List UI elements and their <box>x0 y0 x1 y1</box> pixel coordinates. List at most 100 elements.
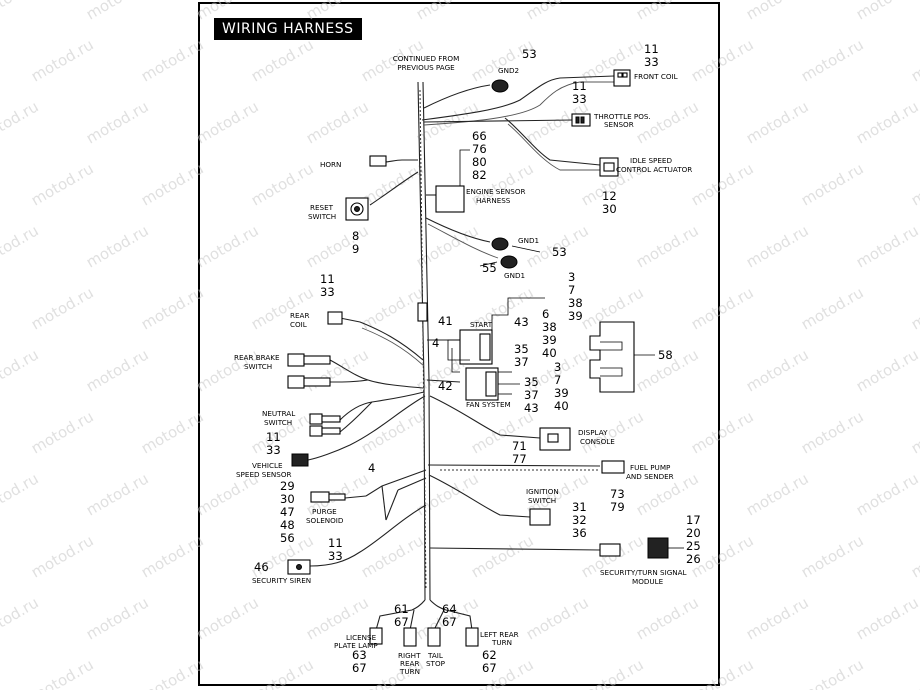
watermark-text: motod.ru <box>248 655 317 690</box>
watermark-text: motod.ru <box>688 655 757 690</box>
engine-sensor-branch <box>426 149 470 213</box>
ref-rear-coil-2: 33 <box>320 285 335 299</box>
watermark-text: motod.ru <box>0 221 42 271</box>
fan-label: FAN SYSTEM <box>466 400 511 409</box>
ref-vss-2: 33 <box>266 443 281 457</box>
watermark-text: motod.ru <box>303 345 372 395</box>
rear-coil-connector <box>327 311 343 325</box>
tail-stop-connector <box>427 627 441 647</box>
security-module <box>647 537 669 559</box>
ref-engine-2: 76 <box>472 142 487 156</box>
relay-group <box>426 297 545 401</box>
continued-label-1: CONTINUED FROM <box>393 54 460 63</box>
ref-start-m4: 40 <box>542 346 557 360</box>
rear-coil-branch <box>327 311 425 367</box>
ref-start-37: 37 <box>514 355 529 369</box>
watermark-text: motod.ru <box>303 221 372 271</box>
security-module-branch <box>429 537 684 559</box>
ref-start-r2: 7 <box>568 283 575 297</box>
neutral-vss-branch <box>291 391 426 467</box>
gnd2-terminal <box>491 79 509 93</box>
ref-license-1: 63 <box>352 648 367 662</box>
watermark-text: motod.ru <box>468 655 537 690</box>
rear-brake-branch <box>287 353 424 389</box>
left-rear-label-2: TURN <box>491 638 512 647</box>
ref-fan-r2: 7 <box>554 373 561 387</box>
right-rear-turn-connector <box>403 627 417 647</box>
ref-fan-r3: 39 <box>554 386 569 400</box>
throttle-label-2: SENSOR <box>604 120 634 129</box>
ref-idle-2: 30 <box>602 202 617 216</box>
ref-right-rear-2: 67 <box>394 615 409 629</box>
watermark-text: motod.ru <box>688 407 757 457</box>
ignition-label-1: IGNITION <box>526 487 559 496</box>
watermark-text: motod.ru <box>688 283 757 333</box>
ref-purge-1: 29 <box>280 479 295 493</box>
ref-rear-coil-1: 11 <box>320 272 335 286</box>
watermark-text: motod.ru <box>908 283 920 333</box>
watermark-text: motod.ru <box>853 0 920 23</box>
watermark-text: motod.ru <box>28 407 97 457</box>
watermark-text: motod.ru <box>303 0 372 23</box>
front-coil-label: FRONT COIL <box>634 72 678 81</box>
ref-fan-43: 43 <box>524 401 539 415</box>
rear-brake-label-2: SWITCH <box>244 362 272 371</box>
ref-ignition-1: 31 <box>572 500 587 514</box>
horn-connector <box>369 155 387 167</box>
gnd1-branch <box>425 217 541 269</box>
ref-throttle-2: 33 <box>572 92 587 106</box>
watermark-text: motod.ru <box>138 407 207 457</box>
ref-engine-4: 82 <box>472 168 487 182</box>
gnd1-terminal-a <box>491 237 509 251</box>
ref-siren-1: 11 <box>328 536 343 550</box>
tail-label-2: STOP <box>426 659 446 668</box>
display-label-2: CONSOLE <box>580 437 615 446</box>
purge-branch <box>310 469 427 521</box>
fuel-pump-connector <box>601 460 625 474</box>
ref-start-left: 41 <box>438 314 453 328</box>
ignition-switch-connector <box>529 508 551 526</box>
watermark-text: motod.ru <box>83 345 152 395</box>
watermark-text: motod.ru <box>688 159 757 209</box>
ref-vss-1: 11 <box>266 430 281 444</box>
start-label: START <box>470 320 493 329</box>
ref-front-coil-2: 33 <box>644 55 659 69</box>
diagram-frame <box>198 2 720 686</box>
ref-fuel-2: 79 <box>610 500 625 514</box>
watermark-text: motod.ru <box>743 221 812 271</box>
ref-display-2: 77 <box>512 452 527 466</box>
security-module-label-1: SECURITY/TURN SIGNAL <box>600 568 687 577</box>
neutral-connector-a <box>309 413 323 425</box>
rear-brake-label-1: REAR BRAKE <box>234 353 280 362</box>
ref-display-1: 71 <box>512 439 527 453</box>
watermark-text: motod.ru <box>138 283 207 333</box>
tail-label-1: TAIL <box>427 651 443 660</box>
ref-purge-3: 47 <box>280 505 295 519</box>
ref-fan-37: 37 <box>524 388 539 402</box>
ref-relay-box: 58 <box>658 348 673 362</box>
ref-module-2: 20 <box>686 526 701 540</box>
display-label-1: DISPLAY <box>578 428 608 437</box>
idle-label-2: CONTROL ACTUATOR <box>616 165 692 174</box>
ref-left-rear-2: 67 <box>482 661 497 675</box>
main-trunk <box>411 81 447 611</box>
watermark-text: motod.ru <box>83 593 152 643</box>
ref-module-4: 26 <box>686 552 701 566</box>
watermark-text: motod.ru <box>138 655 207 690</box>
ref-right-rear-1: 61 <box>394 602 409 616</box>
neutral-label-2: SWITCH <box>264 418 292 427</box>
watermark-text: motod.ru <box>138 35 207 85</box>
ref-ignition-3: 36 <box>572 526 587 540</box>
security-module-connector <box>599 543 621 557</box>
watermark-text: motod.ru <box>193 97 262 147</box>
reset-label-2: SWITCH <box>308 212 336 221</box>
watermark-text: motod.ru <box>743 469 812 519</box>
ref-left-rear-1: 62 <box>482 648 497 662</box>
ref-start-m3: 39 <box>542 333 557 347</box>
watermark-text: motod.ru <box>28 283 97 333</box>
license-label-2: PLATE LAMP <box>334 641 378 650</box>
right-rear-label-1: RIGHT <box>398 651 421 660</box>
watermark-text: motod.ru <box>908 531 920 581</box>
watermark-text: motod.ru <box>853 469 920 519</box>
rear-brake-connector-b <box>287 375 305 389</box>
